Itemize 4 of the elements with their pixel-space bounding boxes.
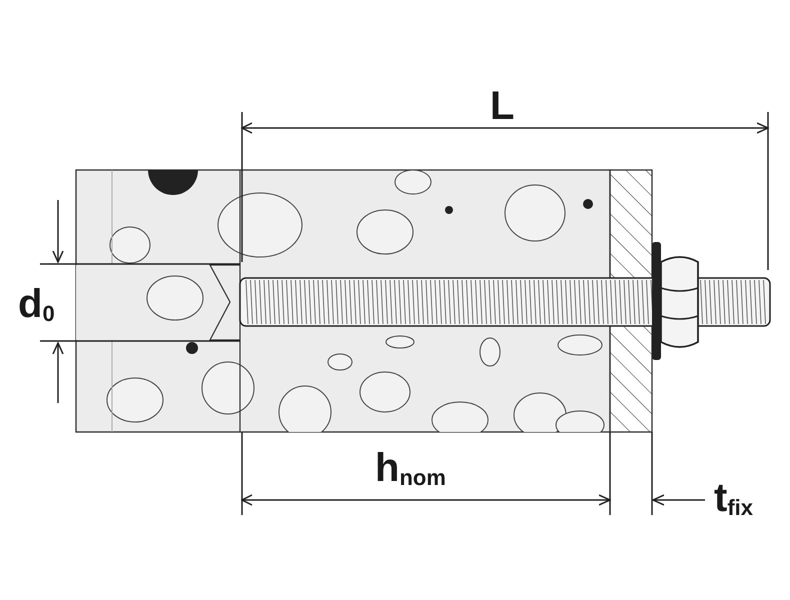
dimension-label: t$_{fix}$ (714, 478, 754, 519)
dimension-label: d$_{0}$ (18, 284, 55, 325)
dimension-label: L (490, 86, 514, 126)
dimension-label: h$_{nom}$ (375, 448, 446, 489)
